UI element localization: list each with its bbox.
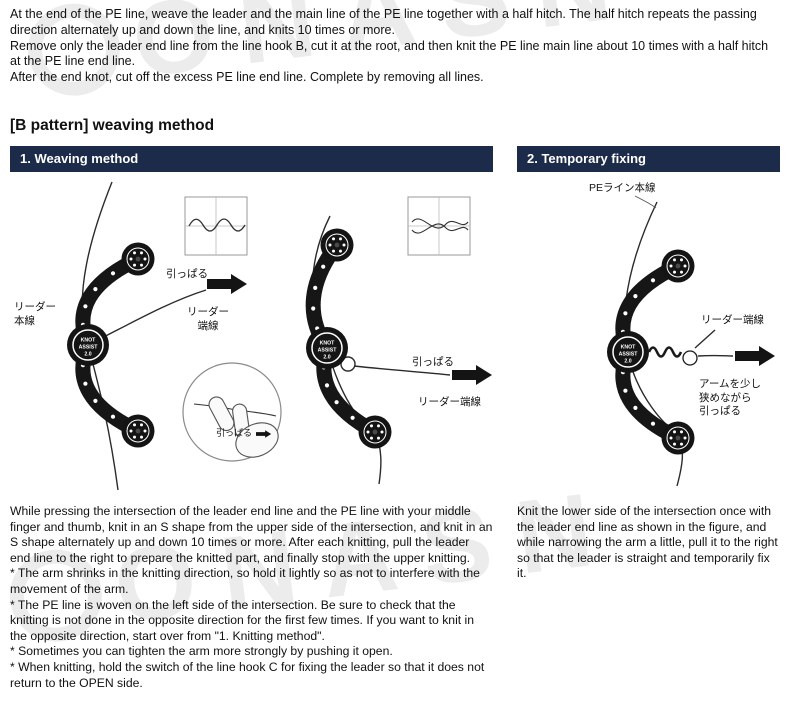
weaving-header-label: 1. Weaving method: [20, 151, 139, 166]
knot-assist-tool-step2: [306, 229, 392, 449]
label-pull-mid: 引っぱる: [412, 356, 454, 368]
knit-pattern-inset-2: [407, 196, 471, 256]
fixing-header-bar: 2. Temporary fixing: [517, 146, 780, 172]
palm-icon: [235, 422, 279, 458]
intro-paragraph-3: After the end knot, cut off the excess P…: [10, 70, 484, 84]
weaving-note-2: * The PE line is woven on the left side …: [10, 597, 475, 643]
intro-text-block: At the end of the PE line, weave the lea…: [10, 7, 780, 86]
weaving-note-3: * Sometimes you can tighten the arm more…: [10, 644, 393, 659]
fixing-header-label: 2. Temporary fixing: [527, 151, 646, 166]
weaving-paragraph: While pressing the intersection of the l…: [10, 504, 493, 565]
label-leader-end-line-2: リーダー端線: [418, 396, 481, 408]
label-pull-inset: 引っぱる: [216, 428, 253, 438]
knot-assist-tool-step1: [67, 243, 155, 448]
finger-icon: [208, 396, 235, 432]
fixing-body-text: Knit the lower side of the intersection …: [517, 504, 780, 582]
label-leader-main-line: リーダー 本線: [14, 301, 56, 327]
pull-arrow-1: [207, 274, 247, 294]
section-weaving-method: 1. Weaving method KNOT: [10, 146, 493, 691]
weaving-diagram: KNOT ASSIST 2.0: [10, 172, 493, 502]
pull-arrow-3: [735, 346, 775, 366]
label-leader-end-line-3: リーダー端線: [701, 314, 764, 326]
weaving-note-4: * When knitting, hold the switch of the …: [10, 660, 485, 690]
knit-pattern-inset-1: [184, 196, 248, 256]
weaving-body-text: While pressing the intersection of the l…: [10, 504, 493, 691]
label-pull-top: 引っぱる: [166, 268, 208, 280]
weaving-note-1: * The arm shrinks in the knitting direct…: [10, 566, 480, 597]
fixing-diagram: PEライン本線 リーダー端線 アームを少し 狭めながら 引っぱる: [517, 172, 780, 502]
coil-wrap-icon: [647, 346, 698, 366]
hand-pinch-inset: [182, 362, 282, 462]
label-leader-end-line-1: リーダー 端線: [187, 306, 229, 332]
label-narrow-arm-pull: アームを少し 狭めながら 引っぱる: [699, 378, 762, 418]
pe-label-pointer: [634, 195, 657, 209]
intro-paragraph-2: Remove only the leader end line from the…: [10, 38, 769, 69]
pull-arrow-2: [452, 365, 492, 385]
page-title: [B pattern] weaving method: [10, 117, 215, 134]
weaving-header-bar: 1. Weaving method: [10, 146, 493, 172]
label-pe-main-line: PEライン本線: [589, 182, 656, 194]
fixing-diagram-svg: [517, 195, 775, 487]
section-temporary-fixing: 2. Temporary fixing PEライン本線: [517, 146, 780, 582]
fixing-paragraph: Knit the lower side of the intersection …: [517, 504, 778, 581]
knot-assist-tool-step3: [607, 250, 695, 455]
intro-paragraph-1: At the end of the PE line, weave the lea…: [10, 7, 757, 37]
weaving-diagram-svg: KNOT ASSIST 2.0: [10, 181, 492, 491]
